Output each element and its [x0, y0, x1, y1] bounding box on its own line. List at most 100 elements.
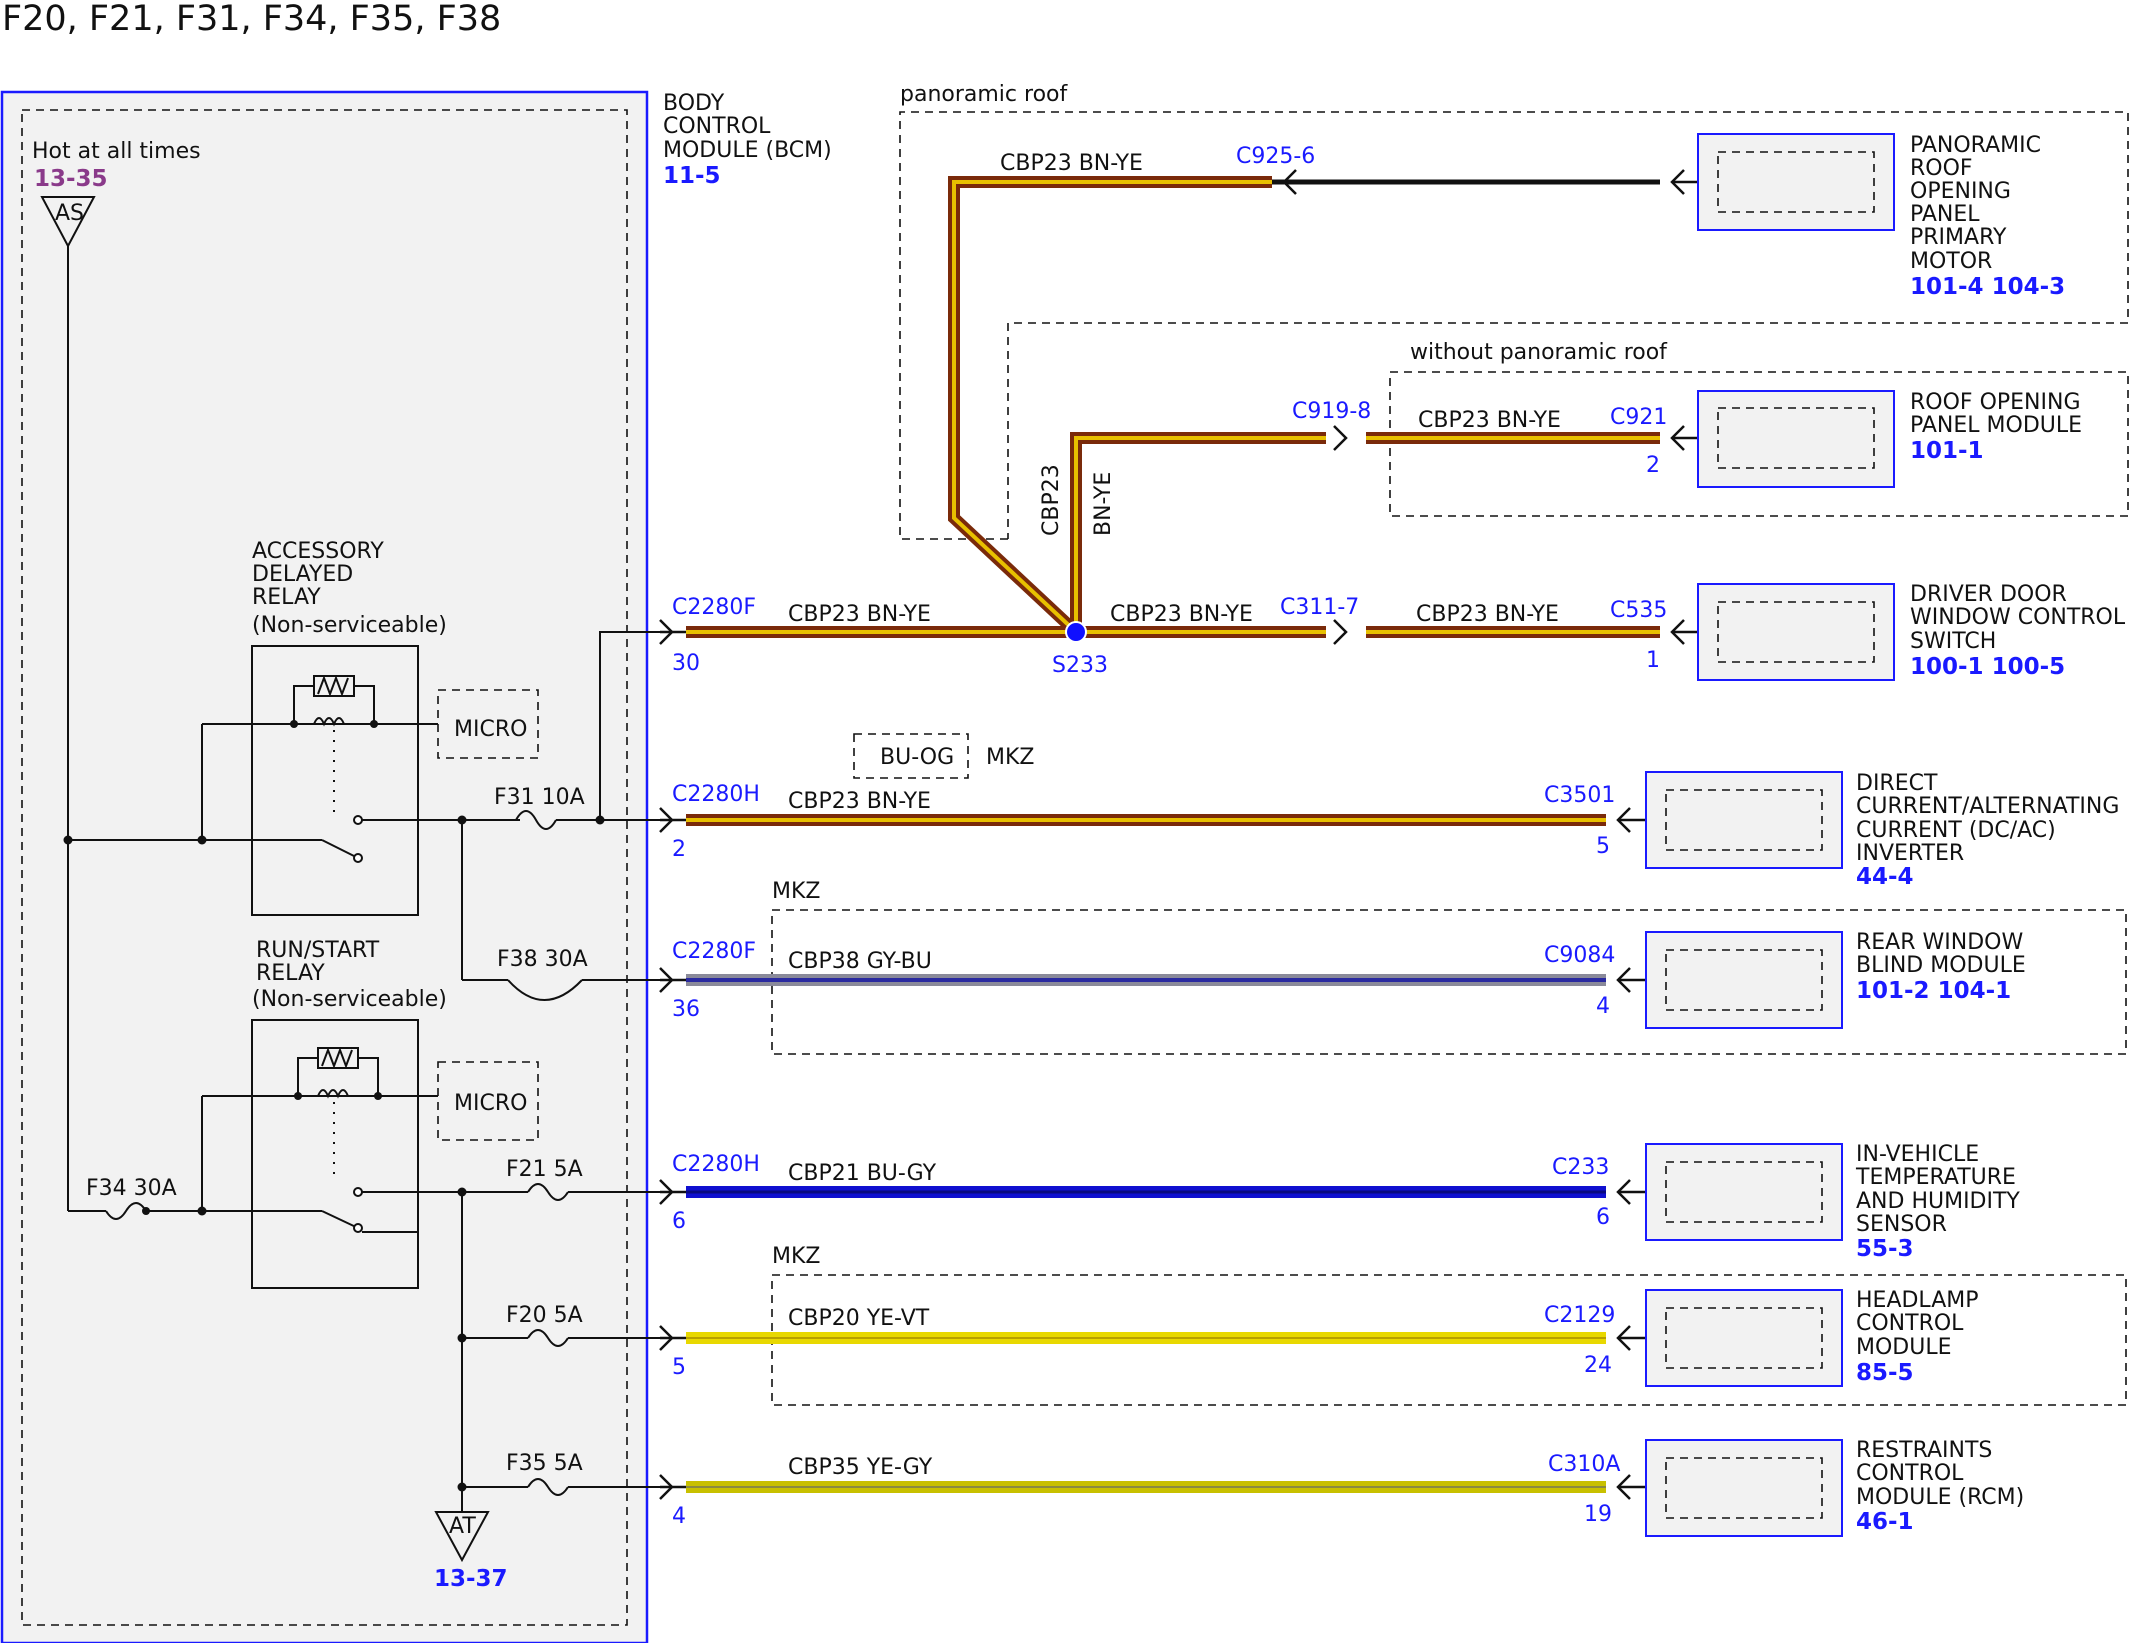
module-inverter-line-3: CURRENT (DC/AC) [1856, 818, 2056, 843]
conn-c2280h-1: C2280H [672, 782, 760, 807]
conn-c9084: C9084 [1544, 943, 1615, 968]
f34-dot [197, 1206, 207, 1216]
acc-contact-dot [197, 835, 207, 845]
module-rear-line-2: BLIND MODULE [1856, 953, 2026, 978]
module-headlamp-line-3: MODULE [1856, 1335, 1952, 1360]
conn-c2280h-2: C2280H [672, 1152, 760, 1177]
circuit-label-vertical-a: CBP23 [1039, 464, 1064, 536]
conn-c925: C925-6 [1236, 144, 1315, 169]
module-box-temp-sensor [1645, 1143, 1843, 1241]
conn-c2280f-1: C2280F [672, 595, 756, 620]
run-contact-no [353, 1187, 363, 1197]
run-coil-dot-left [294, 1092, 302, 1100]
micro-label-1: MICRO [454, 717, 527, 742]
conn-c2280h-1-pin: 2 [672, 837, 686, 862]
circuit-label-cbp20: CBP20 YE-VT [788, 1306, 930, 1331]
module-box-rcm [1645, 1439, 1843, 1537]
run-coil-winding [317, 1089, 349, 1099]
conn-c2129: C2129 [1544, 1303, 1615, 1328]
run-coil-dot-right [374, 1092, 382, 1100]
module-driver-line-3: SWITCH [1910, 629, 1996, 654]
module-inner-driver-door [1717, 601, 1875, 663]
f34-fuse [105, 1202, 147, 1220]
module-box-headlamp [1645, 1289, 1843, 1387]
as-triangle [40, 196, 96, 249]
conn-c233-pin: 6 [1596, 1205, 1610, 1230]
conn-pin-5: 5 [672, 1355, 686, 1380]
module-inner-roof-opening [1717, 407, 1875, 469]
circuit-label-main-c: CBP23 BN-YE [1416, 602, 1559, 627]
micro-box-1 [437, 689, 539, 759]
module-rcm-ref: 46-1 [1856, 1509, 1914, 1535]
acc-contact-nc [353, 853, 363, 863]
module-headlamp-ref: 85-5 [1856, 1360, 1914, 1386]
conn-c535: C535 [1610, 598, 1667, 623]
module-inner-headlamp [1665, 1307, 1823, 1369]
f35-label: F35 5A [506, 1451, 583, 1476]
bcm-ref: 11-5 [663, 163, 721, 189]
run-contact-nc [353, 1223, 363, 1233]
splice-s233 [1065, 621, 1087, 643]
run-relay-label-2: RELAY [256, 961, 325, 986]
run-switch-blade [321, 1210, 359, 1229]
page-title: F20, F21, F31, F34, F35, F38 [2, 0, 501, 39]
module-inverter-ref: 44-4 [1856, 864, 1914, 890]
at-triangle [434, 1511, 490, 1563]
conn-c2280f-2: C2280F [672, 939, 756, 964]
circuit-label-roof: CBP23 BN-YE [1418, 408, 1561, 433]
module-panoramic-line-4: PANEL [1910, 202, 1980, 227]
acc-coil-dot-left [290, 720, 298, 728]
left-panel-dashed [21, 109, 628, 1626]
conn-c9084-pin: 4 [1596, 994, 1610, 1019]
module-panoramic-line-5: PRIMARY [1910, 225, 2007, 250]
conn-c2280f-2-pin: 36 [672, 997, 700, 1022]
f20-label: F20 5A [506, 1303, 583, 1328]
f35-fuse [527, 1478, 569, 1496]
f20-fuse [527, 1329, 569, 1347]
acc-relay-label-4: (Non-serviceable) [252, 613, 447, 638]
circuit-label-vertical-b: BN-YE [1091, 472, 1116, 536]
module-roof-ref: 101-1 [1910, 438, 1984, 464]
without-panoramic-frame [1389, 371, 2129, 517]
bu-og-label: BU-OG [880, 745, 954, 770]
module-temp-line-2: TEMPERATURE [1855, 1165, 2016, 1190]
circuit-label-main-b: CBP23 BN-YE [1110, 602, 1253, 627]
module-inner-inverter [1665, 789, 1823, 851]
module-inner-panoramic-motor [1717, 151, 1875, 213]
module-headlamp-line-1: HEADLAMP [1856, 1288, 1979, 1313]
mkz-label-1: MKZ [772, 879, 820, 904]
conn-c921-pin: 2 [1646, 453, 1660, 478]
module-rear-ref: 101-2 104-1 [1856, 978, 2011, 1004]
acc-relay-label-2: DELAYED [252, 562, 353, 587]
conn-c3501-pin: 5 [1596, 834, 1610, 859]
as-label: AS [55, 201, 84, 226]
circuit-label-cbp38: CBP38 GY-BU [788, 949, 932, 974]
conn-c535-pin: 1 [1646, 648, 1660, 673]
module-temp-line-1: IN-VEHICLE [1856, 1142, 1979, 1167]
acc-relay-label-3: RELAY [252, 585, 321, 610]
module-inner-temp-sensor [1665, 1161, 1823, 1223]
acc-switch-blade [321, 839, 359, 859]
wire-panoramic [948, 176, 1272, 637]
module-panoramic-line-1: PANORAMIC [1910, 133, 2041, 158]
module-connector-arrows [1616, 169, 1698, 1500]
f31-label: F31 10A [494, 785, 585, 810]
at-ref: 13-37 [434, 1566, 508, 1592]
module-temp-line-3: AND HUMIDITY [1856, 1189, 2020, 1214]
module-temp-line-4: SENSOR [1856, 1212, 1947, 1237]
module-inverter-line-4: INVERTER [1856, 841, 1964, 866]
conn-c919: C919-8 [1292, 399, 1371, 424]
at-label: AT [449, 1514, 476, 1539]
module-box-inverter [1645, 771, 1843, 869]
module-rcm-line-2: CONTROL [1856, 1461, 1964, 1486]
module-rear-line-1: REAR WINDOW [1856, 930, 2023, 955]
module-driver-line-1: DRIVER DOOR [1910, 582, 2067, 607]
module-panoramic-line-6: MOTOR [1910, 249, 1992, 274]
module-rcm-line-1: RESTRAINTS [1856, 1438, 1992, 1463]
f38-label: F38 30A [497, 947, 588, 972]
f34-dot-2 [142, 1207, 150, 1215]
module-panoramic-ref: 101-4 104-3 [1910, 274, 2065, 300]
bcm-label-3: MODULE (BCM) [663, 138, 832, 163]
wire-roof-opening [1070, 432, 1660, 632]
